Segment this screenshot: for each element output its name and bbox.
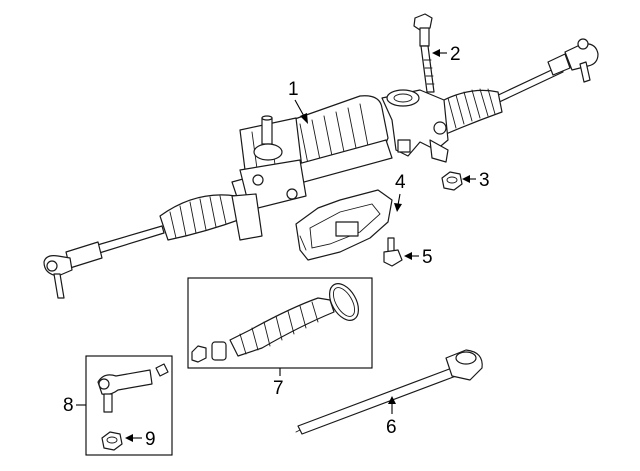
right-bellows-boot (439, 88, 503, 135)
heat-shield (295, 189, 393, 261)
callout-4: 4 (394, 172, 406, 212)
callout-6: 6 (386, 396, 397, 438)
callout-8: 8 (63, 395, 86, 416)
mounting-bolt-short (383, 237, 403, 267)
callout-5: 5 (404, 247, 433, 268)
right-tie-rod (491, 38, 599, 105)
callout-label-2: 2 (450, 44, 461, 65)
left-tie-rod (43, 225, 165, 299)
left-bellows-boot (159, 193, 263, 241)
right-mount-housing (381, 89, 449, 163)
input-shaft (253, 115, 283, 161)
callout-label-3: 3 (479, 170, 490, 191)
callout-7: 7 (273, 368, 284, 399)
callout-label-7: 7 (273, 378, 284, 399)
callout-label-5: 5 (422, 247, 433, 268)
inner-tie-rod (295, 349, 483, 435)
steering-gear-assembly (43, 38, 599, 299)
callout-label-1: 1 (288, 79, 299, 100)
callout-9: 9 (125, 429, 156, 450)
callout-1: 1 (288, 79, 308, 124)
hex-nut (441, 171, 463, 191)
tie-rod-end (97, 363, 169, 451)
callout-label-6: 6 (386, 417, 397, 438)
callout-3: 3 (462, 170, 490, 191)
boot-kit (191, 283, 360, 363)
callout-label-4: 4 (395, 172, 406, 193)
callout-label-8: 8 (63, 395, 74, 416)
callout-2: 2 (432, 44, 461, 65)
mounting-bolt-long (413, 13, 435, 93)
callout-label-9: 9 (145, 429, 156, 450)
